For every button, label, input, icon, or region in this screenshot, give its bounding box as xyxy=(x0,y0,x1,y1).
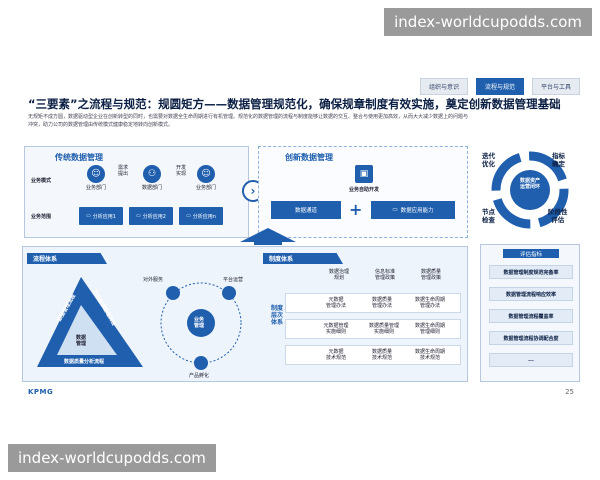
external-service-label: 对外服务 xyxy=(142,277,163,283)
plus-icon: + xyxy=(349,200,363,219)
cell: 数据质量 技术规范 xyxy=(371,349,392,361)
monitor-icon: ▭ xyxy=(136,213,141,219)
self-service-label: 业务自助开发 xyxy=(348,187,379,193)
cycle-label-check: 节点 检查 xyxy=(482,208,495,224)
platform-ops-icon xyxy=(222,286,236,300)
regulation-row-1: 元数据 管理办法 数据质量 管理办法 数据生命周期 管理办法 xyxy=(285,293,461,313)
data-channel-bar: 数据通道 xyxy=(271,201,341,219)
cycle-label-evaluate: 阶段性 评估 xyxy=(548,208,568,224)
cell: 元数据管理 实施细则 xyxy=(323,323,349,335)
node-develop: 开发 实现 xyxy=(175,165,186,177)
cycle-label-optimize: 迭代 优化 xyxy=(482,152,495,168)
metric-item: 数据管理流程响应效率 xyxy=(489,287,573,301)
regulation-system-header: 制度体系 xyxy=(263,253,343,264)
cycle-center-label: 数据资产 运营闭环 xyxy=(519,178,540,190)
tab-organization[interactable]: 组织与意识 xyxy=(419,78,468,95)
cell: 数据质量管理 实施细则 xyxy=(368,323,399,335)
page-number: 25 xyxy=(565,388,574,396)
cell: 数据生命周期 技术规范 xyxy=(414,349,445,361)
traditional-label: 传统数据管理 xyxy=(55,153,103,162)
node-data-dept: 数据部门 xyxy=(141,185,162,191)
data-dept-icon: ⚇ xyxy=(143,165,161,183)
cycle-ring xyxy=(491,151,569,229)
process-system-header: 流程体系 xyxy=(27,253,107,264)
col-header-3: 数据质量 管理政策 xyxy=(420,269,441,281)
data-app-capability-bar: ▭数据应用能力 xyxy=(371,201,455,219)
watermark-bottom: index-worldcupodds.com xyxy=(8,444,216,472)
node-business-dept-2: 业务部门 xyxy=(195,185,216,191)
regulation-row-3: 元数据 技术规范 数据质量 技术规范 数据生命周期 技术规范 xyxy=(285,345,461,365)
cycle-center xyxy=(510,170,550,210)
business-dept-icon: ☺ xyxy=(87,165,105,183)
innovative-label: 创新数据管理 xyxy=(285,153,333,162)
regulation-row-2: 元数据管理 实施细则 数据质量管理 实施细则 数据生命周期 管理细则 xyxy=(285,319,461,339)
node-request: 需求 提出 xyxy=(117,165,128,177)
business-mgmt-label: 业务 管理 xyxy=(193,317,204,329)
metric-item: 数据管理制度规范完备率 xyxy=(489,265,573,279)
monitor-icon: ▭ xyxy=(186,213,191,219)
app-label-1: 分析应用1 xyxy=(92,213,116,220)
metric-item: 数据管理流程覆盖率 xyxy=(489,309,573,323)
tri-bottom-label: 数据质量分析流程 xyxy=(63,359,104,365)
col-header-2: 信息标准 管理政策 xyxy=(374,269,395,281)
row-business-mode: 业务模式 xyxy=(31,178,52,184)
business-dept-icon-2: ☺ xyxy=(197,165,215,183)
cell: 元数据 管理办法 xyxy=(325,297,346,309)
evaluation-metrics-panel: 评估指标 数据管理制度规范完备率 数据管理流程响应效率 数据管理流程覆盖率 数据… xyxy=(480,244,580,382)
product-incubation-icon xyxy=(194,356,208,370)
operation-cycle-diagram xyxy=(491,151,569,229)
kpmg-logo: KPMG xyxy=(28,388,54,396)
cell: 数据生命周期 管理办法 xyxy=(414,297,445,309)
metric-item: ... xyxy=(489,353,573,367)
up-arrow-stem xyxy=(254,241,282,245)
page-description: 无规矩不成方圆，数据驱动型企业在创新转型的同时，也需要对数据全生命周期进行有机管… xyxy=(28,114,469,128)
platform-ops-label: 平台运营 xyxy=(222,277,243,283)
slide: 组织与意识 流程与规范 平台与工具 “三要素”之流程与规范：规圆矩方——数据管理… xyxy=(18,78,580,402)
tab-process[interactable]: 流程与规范 xyxy=(475,78,524,95)
monitor-icon: ▭ xyxy=(86,213,91,219)
col-header-1: 数据治理 规划 xyxy=(328,269,349,281)
node-business-dept-1: 业务部门 xyxy=(85,185,106,191)
watermark-top: index-worldcupodds.com xyxy=(384,8,592,36)
metric-item: 数据管理流程协调配合度 xyxy=(489,331,573,345)
regulation-level-label: 制度层次体系 xyxy=(271,305,284,326)
tri-center-label: 数据 管理 xyxy=(75,335,86,347)
app-label-n: 分析应用n xyxy=(192,213,216,220)
process-center-circle xyxy=(187,309,215,337)
app-box-2: ▭分析应用2 xyxy=(129,207,173,225)
metrics-header: 评估指标 xyxy=(503,249,559,258)
monitor-icon: ▭ xyxy=(392,207,398,213)
cycle-label-define: 指标 确定 xyxy=(552,152,565,168)
cell: 数据质量 管理办法 xyxy=(371,297,392,309)
app-box-1: ▭分析应用1 xyxy=(79,207,123,225)
framework-box: 流程体系 制度体系 数据管理流程 数据标准管理流程 数据 管理 数据质量分析流程… xyxy=(22,246,468,382)
triangle-inner xyxy=(57,305,117,355)
section-tabs: 组织与意识 流程与规范 平台与工具 xyxy=(419,78,580,95)
up-arrow-icon xyxy=(240,228,296,242)
row-business-scope: 业务范围 xyxy=(31,214,52,220)
traditional-box: 传统数据管理 业务模式 业务范围 ☺ 业务部门 需求 提出 ⚇ 数据部门 开发 … xyxy=(24,146,249,238)
cell: 数据生命周期 管理细则 xyxy=(414,323,445,335)
self-service-icon: ▣ xyxy=(355,165,373,183)
external-service-icon xyxy=(166,286,180,300)
process-diagram xyxy=(37,277,242,370)
app-label-2: 分析应用2 xyxy=(142,213,166,220)
app-box-n: ▭分析应用n xyxy=(179,207,223,225)
chevron-right-icon: › xyxy=(250,184,256,198)
data-app-capability-label: 数据应用能力 xyxy=(400,208,434,214)
page-title: “三要素”之流程与规范：规圆矩方——数据管理规范化，确保规章制度有效实施，奠定创… xyxy=(28,97,561,111)
cell: 元数据 技术规范 xyxy=(325,349,346,361)
tab-platform[interactable]: 平台与工具 xyxy=(531,78,580,95)
innovative-box: 创新数据管理 ▣ 业务自助开发 数据通道 + ▭数据应用能力 xyxy=(258,146,468,238)
product-incubation-label: 产品孵化 xyxy=(188,373,209,379)
process-ring xyxy=(160,282,242,364)
